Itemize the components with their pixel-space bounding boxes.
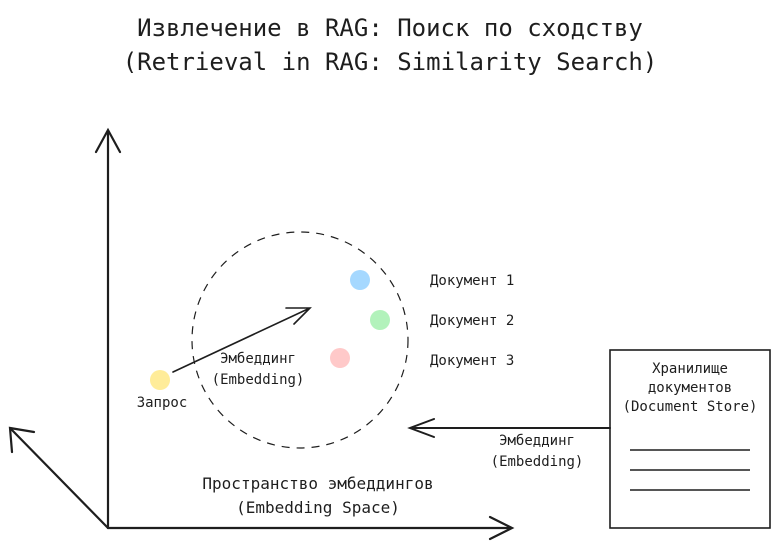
title-line-1: Извлечение в RAG: Поиск по сходству	[137, 14, 643, 42]
document-1-label: Документ 1	[430, 273, 514, 289]
query-label: Запрос	[137, 395, 188, 411]
document-2-label: Документ 2	[430, 313, 514, 329]
document-3-label: Документ 3	[430, 353, 514, 369]
document-store-box	[609, 349, 771, 529]
axes	[8, 127, 515, 541]
embedding-space-label-1: Пространство эмбеддингов	[202, 474, 433, 493]
embedding-space-label-2: (Embedding Space)	[236, 498, 400, 517]
document-store-label-1: Хранилище	[652, 361, 728, 377]
query-point	[150, 370, 170, 390]
z-axis	[8, 426, 110, 530]
store-embedding-label-2: (Embedding)	[491, 454, 584, 470]
title-line-2: (Retrieval in RAG: Similarity Search)	[123, 48, 658, 76]
document-lines-icon	[630, 449, 750, 491]
similarity-region	[191, 231, 409, 449]
document-store-label-3: (Document Store)	[623, 399, 758, 415]
query-embedding-arrow	[172, 307, 312, 373]
document-3-point	[330, 348, 350, 368]
x-axis	[106, 515, 515, 541]
document-store-label-2: документов	[648, 380, 732, 396]
query-embedding-label-1: Эмбеддинг	[220, 351, 296, 367]
document-2-point	[370, 310, 390, 330]
store-embedding-arrow	[407, 418, 611, 438]
query-embedding-label-2: (Embedding)	[212, 372, 305, 388]
store-embedding-label-1: Эмбеддинг	[499, 433, 575, 449]
y-axis	[94, 127, 122, 530]
document-1-point	[350, 270, 370, 290]
